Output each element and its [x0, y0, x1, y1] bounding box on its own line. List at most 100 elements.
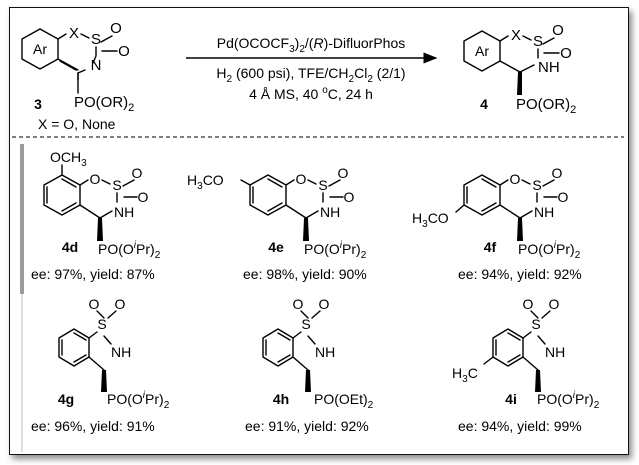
scheme-frame	[9, 7, 629, 455]
product-4h: S O O NH 4h PO(OEt)2 ee: 91%, yield: 92%	[245, 296, 374, 434]
aromatic-bonds	[252, 178, 283, 212]
sulfur: S	[532, 177, 541, 193]
so-bond	[530, 310, 539, 319]
compound-id: 4d	[62, 239, 78, 255]
methyl-bond	[483, 356, 494, 365]
phosphonate-ester: PO(OiPr)2	[537, 390, 600, 411]
aromatic-bonds	[265, 332, 291, 363]
oxo: O	[558, 189, 569, 205]
so-bond	[542, 179, 555, 187]
so-bond	[300, 310, 309, 319]
oxo: O	[89, 296, 100, 312]
o-atom-1-product: O	[552, 22, 564, 39]
sulfur: S	[531, 316, 540, 332]
compound-id: 4e	[268, 239, 284, 255]
s-atom-product: S	[533, 33, 543, 50]
so-bond	[541, 310, 551, 319]
ee-yield: ee: 97%, yield: 87%	[31, 266, 155, 282]
catalyst-line: Pd(OCOCF3)2/(R)-DifluorPhos	[217, 35, 406, 55]
oxo: O	[344, 189, 355, 205]
compound-id: 4i	[505, 391, 517, 407]
benzene-ring	[492, 328, 524, 367]
compound-number-4: 4	[480, 96, 488, 112]
methoxy-group: H3CO	[412, 210, 449, 230]
methoxy-group: OCH3	[50, 149, 87, 169]
double-bond-cn-substrate	[59, 60, 77, 71]
oxo: O	[523, 296, 534, 312]
nh-group: NH	[320, 204, 340, 220]
phosphonate-substrate: PO(OR)2	[74, 94, 134, 114]
phosphonate-ester: PO(OiPr)2	[98, 240, 161, 261]
so-bond	[96, 310, 105, 319]
sultam-ring	[522, 331, 546, 371]
so-bond	[107, 310, 117, 319]
benzene-ring	[262, 328, 294, 367]
benzene-ring	[43, 174, 81, 216]
phosphonate-product: PO(OR)2	[516, 96, 576, 116]
oxo: O	[138, 189, 149, 205]
ring-oxygen: O	[510, 171, 521, 187]
nh-group: NH	[545, 344, 565, 360]
o-atom-1-substrate: O	[110, 20, 122, 37]
wedge-bond-product	[517, 72, 522, 95]
product-4i: H3C S O O NH 4i PO(OiPr)2 ee: 94%, yield…	[452, 296, 600, 434]
temperature-time-line: 4 Å MS, 40 oC, 24 h	[249, 85, 373, 102]
so-bond-1-substrate	[100, 35, 113, 43]
wedge-bond	[101, 370, 107, 392]
o-atom-2-substrate: O	[118, 43, 130, 60]
ar-label-substrate: Ar	[33, 41, 47, 57]
nh-group: NH	[315, 344, 335, 360]
so-bond	[122, 179, 135, 187]
benzene-ring	[58, 328, 90, 367]
aromatic-bonds	[495, 332, 521, 363]
ring-oxygen: O	[90, 171, 101, 187]
so-bond-1-product	[542, 37, 555, 45]
s-atom-substrate: S	[91, 31, 101, 48]
compound-number-3: 3	[34, 96, 42, 112]
oxo: O	[319, 296, 330, 312]
hetero-ring-substrate	[57, 33, 97, 81]
product-4g: S O O NH 4g PO(OiPr)2 ee: 96%, yield: 91…	[31, 296, 170, 434]
x-atom-product: X	[511, 27, 521, 44]
benzene-ring	[249, 174, 287, 216]
methyl-group: H3C	[452, 365, 478, 385]
hydrogen-solvent-line: H2 (600 psi), TFE/CH2Cl2 (2/1)	[216, 65, 405, 85]
wedge-bond	[517, 218, 523, 241]
so-bond	[311, 310, 321, 319]
ee-yield: ee: 91%, yield: 92%	[245, 418, 369, 434]
oxo: O	[549, 296, 560, 312]
oxo: O	[293, 296, 304, 312]
benzene-ring	[463, 174, 501, 216]
nh-group: NH	[111, 344, 131, 360]
o-atom-2-product: O	[560, 45, 572, 62]
hetero-ring-product	[499, 35, 539, 73]
methoxy-group: H3CO	[187, 172, 224, 192]
aromatic-bonds	[46, 178, 77, 212]
oxo: O	[115, 296, 126, 312]
ee-yield: ee: 98%, yield: 90%	[243, 266, 367, 282]
n-atom-substrate: N	[91, 57, 102, 74]
sultam-ring	[292, 331, 316, 371]
ee-yield: ee: 94%, yield: 92%	[458, 266, 582, 282]
ar-label-product: Ar	[475, 43, 489, 59]
compound-id: 4f	[484, 239, 497, 255]
sulfamidate-ring	[79, 179, 118, 219]
so-bond	[328, 179, 341, 187]
product-4e: H3CO O S O O NH 4e PO(OiPr)2 ee: 98%, yi…	[187, 165, 367, 282]
substrate-3: Ar X S O O N 3 PO(OR)2 X = O, None	[21, 20, 134, 132]
nh-product: NH	[538, 59, 560, 76]
methoxy-bond	[240, 179, 251, 186]
substituent-note: X = O, None	[38, 116, 116, 132]
reaction-conditions: Pd(OCOCF3)2/(R)-DifluorPhos H2 (600 psi)…	[186, 35, 438, 102]
methoxy-bond	[455, 204, 465, 213]
compound-id: 4h	[273, 391, 289, 407]
oxo: O	[132, 165, 143, 181]
left-scroll-indicator	[20, 144, 24, 294]
phosphonate-ester: PO(OiPr)2	[107, 390, 170, 411]
compound-id: 4g	[58, 391, 74, 407]
aromatic-bonds	[61, 332, 87, 363]
sulfur: S	[112, 177, 121, 193]
ee-yield: ee: 94%, yield: 99%	[458, 418, 582, 434]
phosphonate-ester: PO(OiPr)2	[304, 240, 367, 261]
